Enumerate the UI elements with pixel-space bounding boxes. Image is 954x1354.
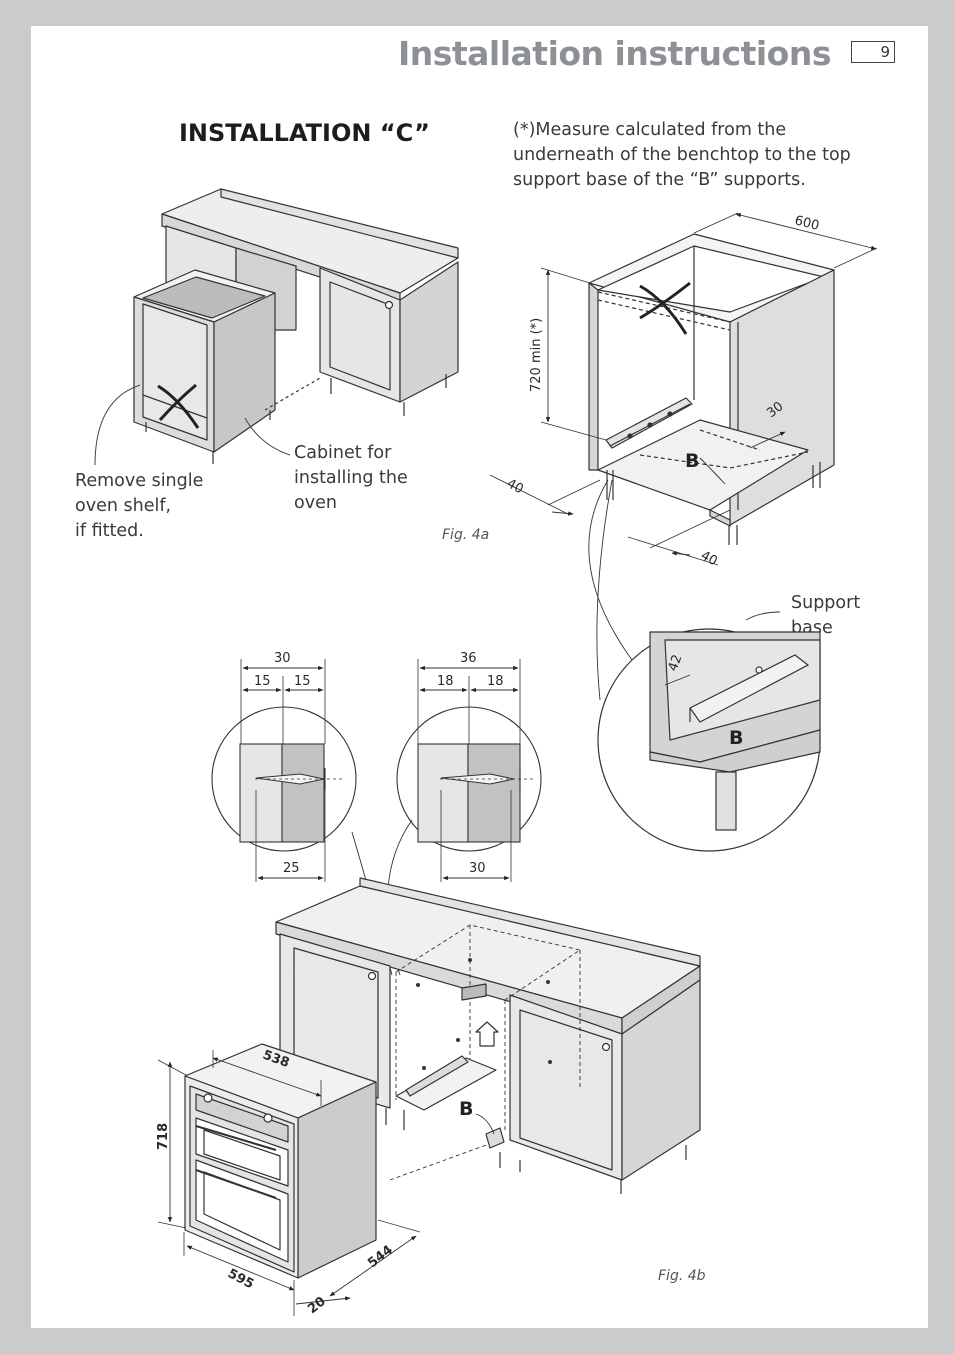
- dim-42: 42: [666, 653, 686, 674]
- dim-30-right: 30: [469, 861, 486, 876]
- screw-detail-left: [211, 659, 357, 882]
- fig-4a-cabinet-drawing: [489, 212, 878, 701]
- dim-40-left: 40: [504, 476, 526, 497]
- support-base-detail: [597, 611, 821, 852]
- dim-600: 600: [793, 213, 821, 234]
- cabinet-line-1: Cabinet for: [294, 443, 392, 463]
- dim-40-front: 40: [698, 548, 720, 569]
- dim-20: 20: [305, 1294, 328, 1317]
- dim-30-left: 30: [274, 651, 291, 666]
- support-b-label-fig4a: B: [685, 450, 699, 472]
- support-b-label-fig4b: B: [459, 1098, 473, 1120]
- cabinet-label: Cabinet for installing the oven: [294, 441, 408, 516]
- dim-15-a: 15: [254, 674, 271, 689]
- cabinet-line-3: oven: [294, 493, 337, 513]
- remove-shelf-label: Remove single oven shelf, if fitted.: [75, 469, 203, 544]
- remove-shelf-line-1: Remove single: [75, 471, 204, 491]
- cabinet-line-2: installing the: [294, 468, 408, 488]
- dim-544: 544: [365, 1243, 396, 1272]
- page-header-title: Installation instructions: [397, 34, 832, 73]
- measurement-note: (*)Measure calculated from the underneat…: [513, 120, 851, 190]
- support-b-label-detail: B: [729, 727, 743, 749]
- fig-4b-caption: Fig. 4b: [658, 1268, 706, 1284]
- screw-detail-right: [351, 659, 542, 976]
- kitchen-cabinet-illustration: [94, 188, 459, 466]
- fig-4b-kitchen-drawing: [157, 877, 701, 1316]
- page-number: 9: [851, 41, 895, 63]
- remove-shelf-line-2: oven shelf,: [75, 496, 172, 516]
- support-base-line-1: Support: [791, 593, 861, 613]
- dim-595: 595: [225, 1266, 256, 1292]
- fig-4a-caption: Fig. 4a: [442, 527, 490, 543]
- remove-shelf-line-3: if fitted.: [75, 521, 144, 541]
- dim-718: 718: [156, 1123, 171, 1150]
- dim-36: 36: [460, 651, 477, 666]
- dim-18-b: 18: [487, 674, 504, 689]
- dim-15-b: 15: [294, 674, 311, 689]
- section-title: INSTALLATION “C”: [179, 119, 430, 147]
- dim-18-a: 18: [437, 674, 454, 689]
- dim-25: 25: [283, 861, 300, 876]
- dim-720-min: 720 min (*): [529, 318, 544, 392]
